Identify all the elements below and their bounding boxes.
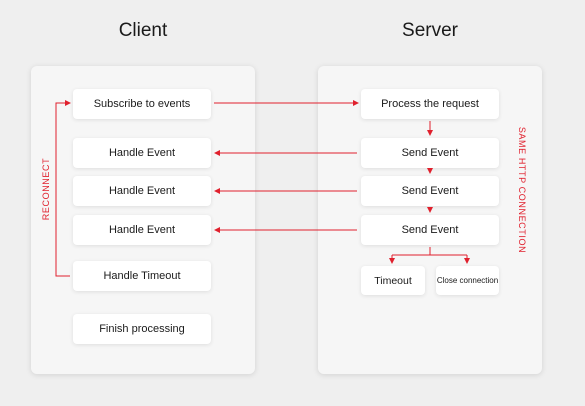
- send-event-box-2: Send Event: [361, 176, 499, 206]
- process-request-box: Process the request: [361, 89, 499, 119]
- close-connection-box: Close connection: [436, 266, 499, 295]
- handle-event-box-1: Handle Event: [73, 138, 211, 168]
- handle-timeout-box: Handle Timeout: [73, 261, 211, 291]
- branch-connector: [392, 247, 467, 256]
- subscribe-to-events-box: Subscribe to events: [73, 89, 211, 119]
- finish-processing-box: Finish processing: [73, 314, 211, 344]
- handle-event-box-2: Handle Event: [73, 176, 211, 206]
- client-title: Client: [118, 20, 168, 41]
- timeout-box: Timeout: [361, 266, 425, 295]
- send-event-box-3: Send Event: [361, 215, 499, 245]
- handle-event-box-3: Handle Event: [73, 215, 211, 245]
- server-title: Server: [402, 20, 458, 41]
- send-event-box-1: Send Event: [361, 138, 499, 168]
- reconnect-loop-arrow: [55, 100, 71, 277]
